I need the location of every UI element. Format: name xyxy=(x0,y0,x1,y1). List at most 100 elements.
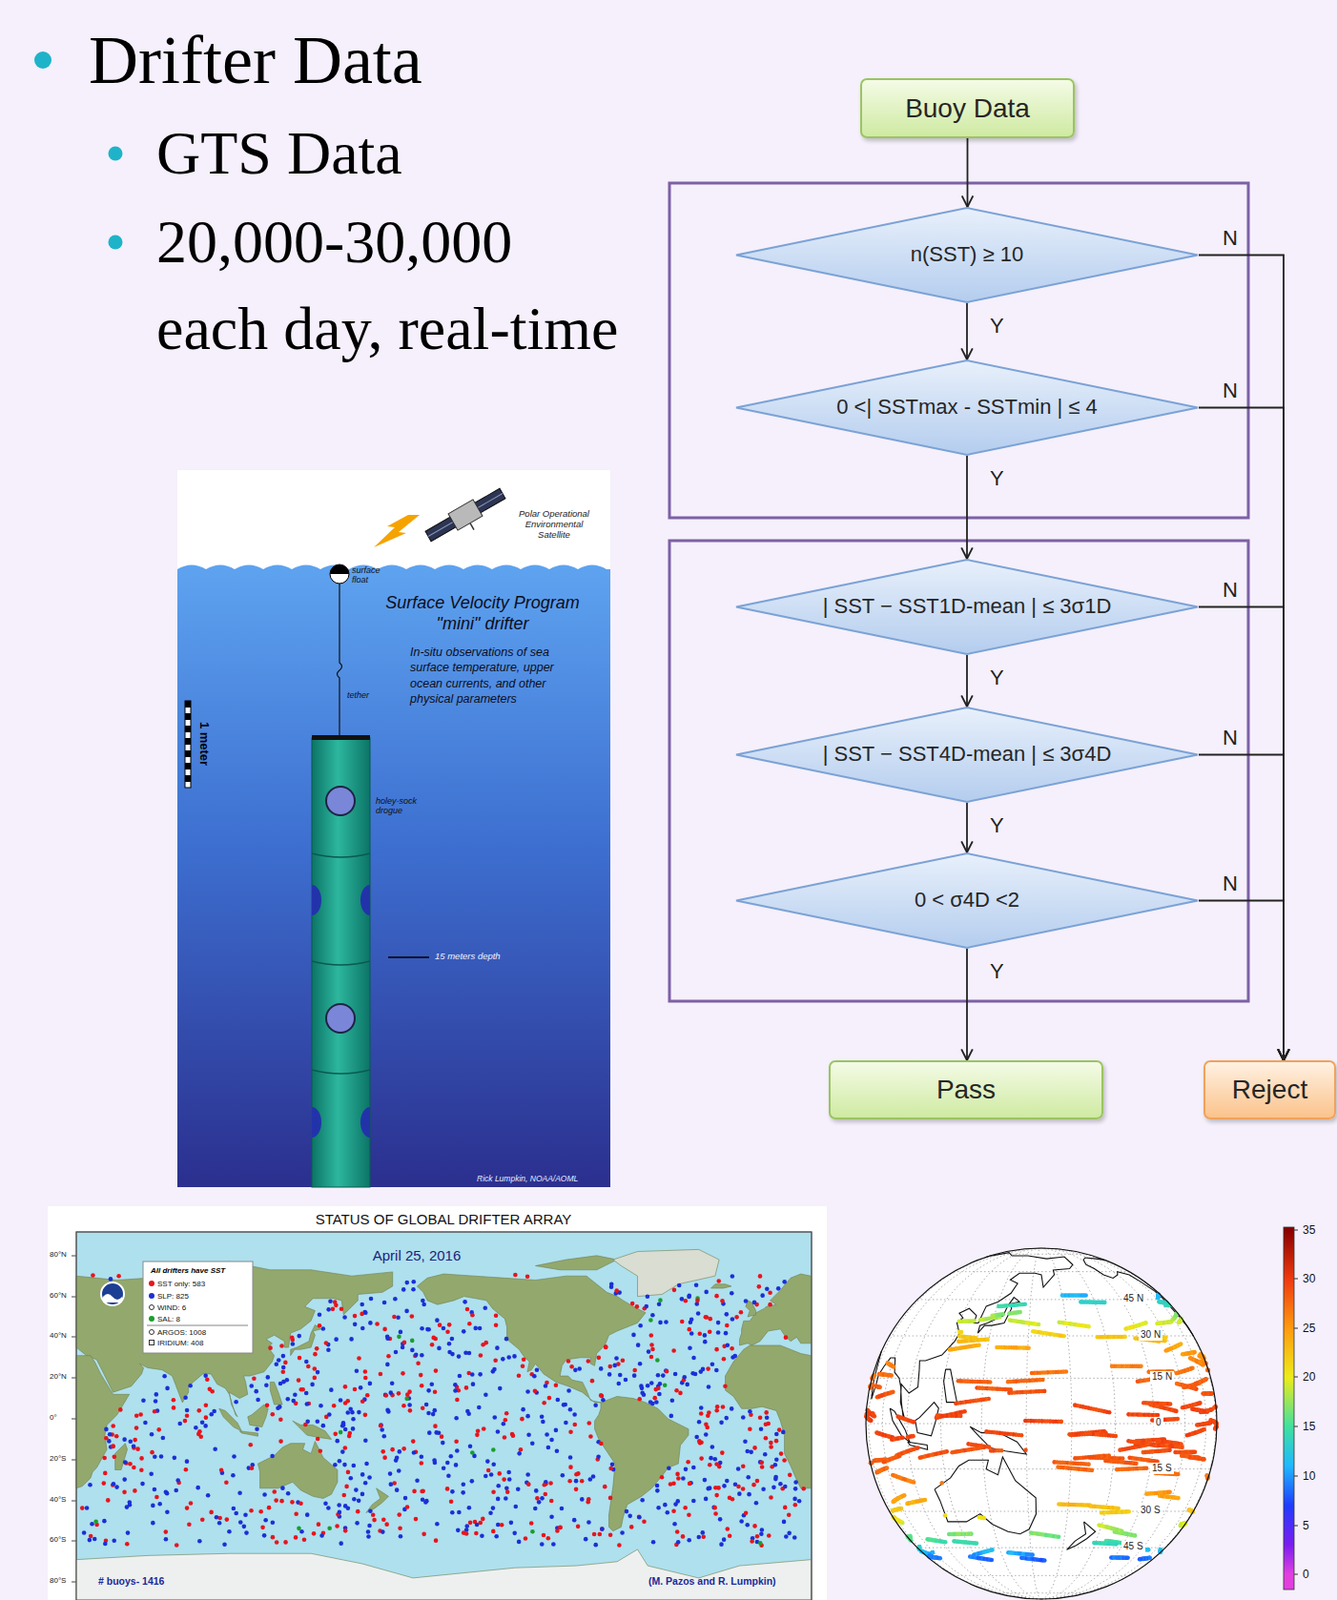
drifter-dot xyxy=(708,1456,714,1461)
drifter-dot xyxy=(468,1521,474,1526)
drifter-dot xyxy=(374,1321,380,1327)
drifter-dot xyxy=(426,1388,432,1394)
drifter-dot xyxy=(529,1521,535,1526)
drifter-dot xyxy=(365,1393,371,1399)
drifter-dot xyxy=(714,1493,720,1499)
drifter-dot xyxy=(541,1533,547,1539)
drifter-dot xyxy=(729,1346,735,1352)
drifter-dot xyxy=(676,1540,681,1545)
drifter-dot xyxy=(630,1301,636,1307)
drifter-dot xyxy=(112,1455,118,1461)
drifter-dot xyxy=(125,1530,131,1536)
drifter-dot xyxy=(127,1439,133,1444)
drifter-dot xyxy=(483,1474,489,1480)
drifter-dot xyxy=(410,1314,415,1319)
drifter-dot xyxy=(700,1534,706,1540)
sst-observation xyxy=(1023,1419,1029,1424)
drifter-dot xyxy=(786,1531,792,1537)
drifter-dot xyxy=(703,1315,709,1320)
drifter-dot xyxy=(368,1320,373,1326)
drifter-dot xyxy=(751,1482,757,1488)
drifter-dot xyxy=(689,1331,695,1337)
drifter-dot xyxy=(675,1529,680,1535)
drogue-seams xyxy=(311,853,371,1074)
drifter-dot xyxy=(80,1505,85,1511)
drifter-dot xyxy=(88,1534,94,1540)
drifter-dot xyxy=(520,1363,526,1369)
drifter-dot xyxy=(398,1534,404,1540)
drifter-dot xyxy=(677,1283,682,1289)
drifter-dot xyxy=(526,1481,532,1487)
drifter-dot xyxy=(434,1317,440,1323)
drifter-dot xyxy=(363,1480,369,1486)
drifter-dot xyxy=(122,1490,127,1496)
drifter-dot xyxy=(720,1404,726,1410)
drifter-dot xyxy=(593,1542,598,1548)
drifter-dot xyxy=(102,1542,108,1547)
drifter-dot xyxy=(690,1371,696,1377)
drifter-dot xyxy=(468,1443,474,1449)
drifter-dot xyxy=(706,1410,712,1416)
drifter-dot xyxy=(360,1472,366,1478)
drifter-dot xyxy=(363,1369,369,1375)
drifter-dot xyxy=(90,1273,96,1278)
drifter-dot xyxy=(597,1532,603,1538)
drifter-dot xyxy=(93,1519,99,1524)
drifter-dot xyxy=(359,1302,365,1308)
drifter-dot xyxy=(554,1382,559,1388)
drifter-dot xyxy=(238,1520,244,1525)
drifter-dot xyxy=(774,1457,780,1462)
drifter-dot xyxy=(686,1513,692,1519)
drifter-dot xyxy=(434,1522,440,1527)
drifter-dot xyxy=(410,1338,415,1344)
drifter-dot xyxy=(347,1431,352,1437)
drifter-dot xyxy=(419,1489,425,1495)
drifter-dot xyxy=(663,1319,669,1325)
drifter-dot xyxy=(298,1501,304,1507)
drifter-dot xyxy=(742,1439,748,1445)
sst-observation xyxy=(1086,1461,1091,1467)
drifter-dot xyxy=(696,1535,701,1541)
drifter-dot xyxy=(665,1510,671,1516)
drifter-dot xyxy=(108,1276,114,1282)
drifter-dot xyxy=(539,1414,545,1420)
drifter-dot xyxy=(768,1444,774,1450)
drifter-dot xyxy=(464,1531,470,1537)
drifter-dot xyxy=(691,1465,697,1471)
drifter-dot xyxy=(382,1327,388,1333)
drifter-dot xyxy=(384,1393,390,1399)
drifter-dot xyxy=(764,1415,770,1420)
land xyxy=(745,1300,757,1317)
drifter-dot xyxy=(774,1432,780,1438)
drifter-dot xyxy=(707,1329,713,1335)
sst-observation xyxy=(1194,1422,1200,1428)
drifter-dot xyxy=(208,1510,214,1516)
drifter-dot xyxy=(474,1433,480,1439)
drifter-dot xyxy=(264,1382,269,1388)
drifter-dot xyxy=(599,1526,605,1532)
drifter-dot xyxy=(279,1499,285,1504)
drifter-dot xyxy=(348,1406,353,1412)
land xyxy=(725,1345,812,1489)
drifter-dot xyxy=(139,1467,144,1473)
drifter-dot xyxy=(445,1460,451,1466)
drifter-dot xyxy=(574,1472,579,1478)
drifter-dot xyxy=(329,1387,334,1393)
drifter-dot xyxy=(662,1502,668,1508)
sst-observation xyxy=(1056,1501,1062,1507)
drifter-dot xyxy=(450,1352,455,1358)
drifter-dot xyxy=(421,1532,427,1538)
drifter-dot xyxy=(368,1381,373,1387)
drifter-dot xyxy=(465,1307,471,1313)
drifter-dot xyxy=(771,1485,777,1491)
drifter-dot xyxy=(185,1413,190,1419)
drifter-dot xyxy=(515,1486,521,1492)
drifter-dot xyxy=(281,1354,287,1359)
drifter-dot xyxy=(343,1384,349,1390)
drifter-dot xyxy=(355,1509,361,1515)
drifter-dot xyxy=(337,1459,343,1464)
drifter-dot xyxy=(730,1274,736,1279)
drifter-dot xyxy=(655,1488,660,1494)
drifter-dot xyxy=(478,1353,484,1358)
drifter-dot xyxy=(599,1394,605,1399)
